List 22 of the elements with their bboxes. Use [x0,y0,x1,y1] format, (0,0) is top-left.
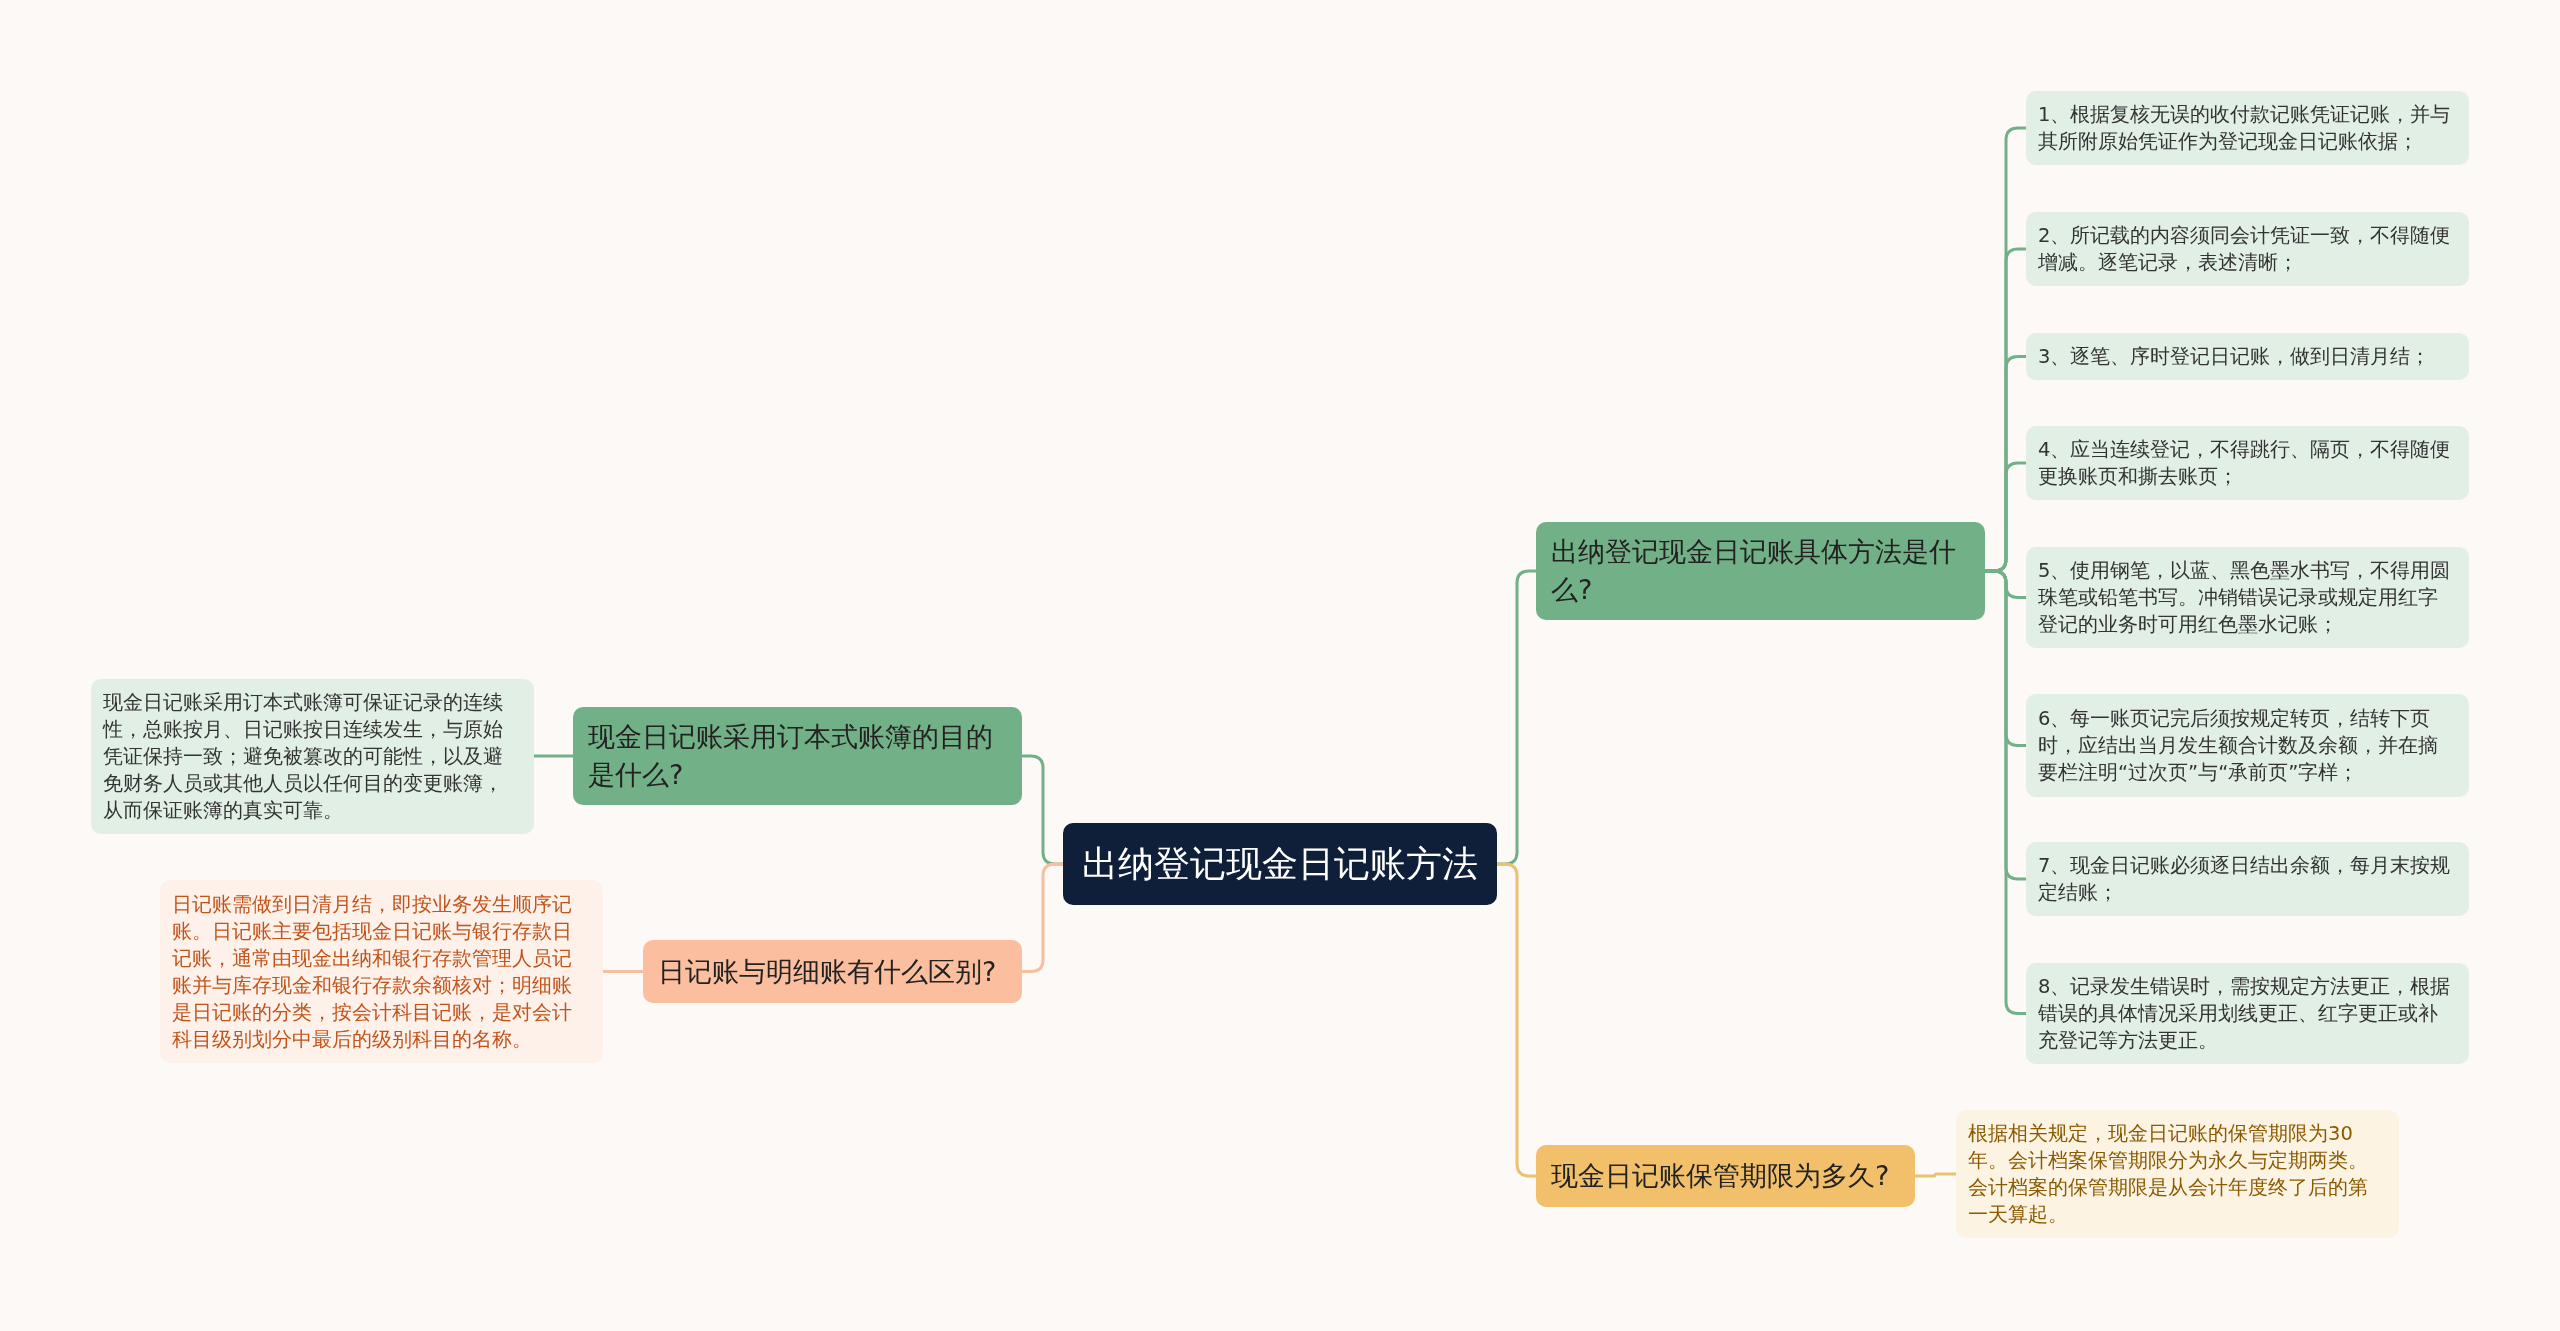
central-topic-box: 出纳登记现金日记账方法 [1063,823,1497,905]
connector-line [1022,862,1063,973]
note-box: 根据相关规定，现金日记账的保管期限为30年。会计档案保管期限分为永久与定期两类。会计档案的保管期限是从会计年度终了后的第一天算起。 [1956,1110,2399,1238]
note-box: 6、每一账页记完后须按规定转页，结转下页时，应结出当月发生额合计数及余额，并在摘要栏注明“过次页”与“承前页”字样； [2026,694,2469,797]
topic-box: 现金日记账保管期限为多久? [1536,1145,1915,1207]
note-box: 日记账需做到日清月结，即按业务发生顺序记账。日记账主要包括现金日记账与银行存款日记账，通常由现金出纳和银行存款管理人员记账并与库存现金和银行存款余额核对；明细账是日记账的分类，按会计科目记账，是对会计科目级别划分中最后的级别科目的名称。 [160,880,603,1063]
note-box: 4、应当连续登记，不得跳行、隔页，不得随便更换账页和撕去账页； [2026,426,2469,500]
connector-line [534,754,573,758]
note-box: 2、所记载的内容须同会计凭证一致，不得随便增减。逐笔记录，表述清晰； [2026,212,2469,286]
note-box: 5、使用钢笔，以蓝、黑色墨水书写，不得用圆珠笔或铅笔书写。冲销错误记录或规定用红字登记的业务时可用红色墨水记账； [2026,547,2469,648]
topic-box: 日记账与明细账有什么区别? [643,940,1022,1003]
topic-box: 现金日记账采用订本式账簿的目的是什么? [573,707,1022,805]
note-box: 3、逐笔、序时登记日记账，做到日清月结； [2026,333,2469,380]
note-box: 8、记录发生错误时，需按规定方法更正，根据错误的具体情况采用划线更正、红字更正或补充登记等方法更正。 [2026,963,2469,1064]
note-box: 1、根据复核无误的收付款记账凭证记账，并与其所附原始凭证作为登记现金日记账依据； [2026,91,2469,165]
connector-line [603,970,643,973]
connector-line [1497,862,1536,1178]
note-box: 7、现金日记账必须逐日结出余额，每月末按规定结账； [2026,842,2469,916]
topic-box: 出纳登记现金日记账具体方法是什么? [1536,522,1985,620]
connector-line [1915,1172,1956,1178]
connector-line [1985,569,2026,1015]
note-box: 现金日记账采用订本式账簿可保证记录的连续性，总账按月、日记账按日连续发生，与原始凭证保持一致；避免被篡改的可能性，以及避免财务人员或其他人员以任何目的变更账簿，从而保证账簿的真实可靠。 [91,679,534,834]
